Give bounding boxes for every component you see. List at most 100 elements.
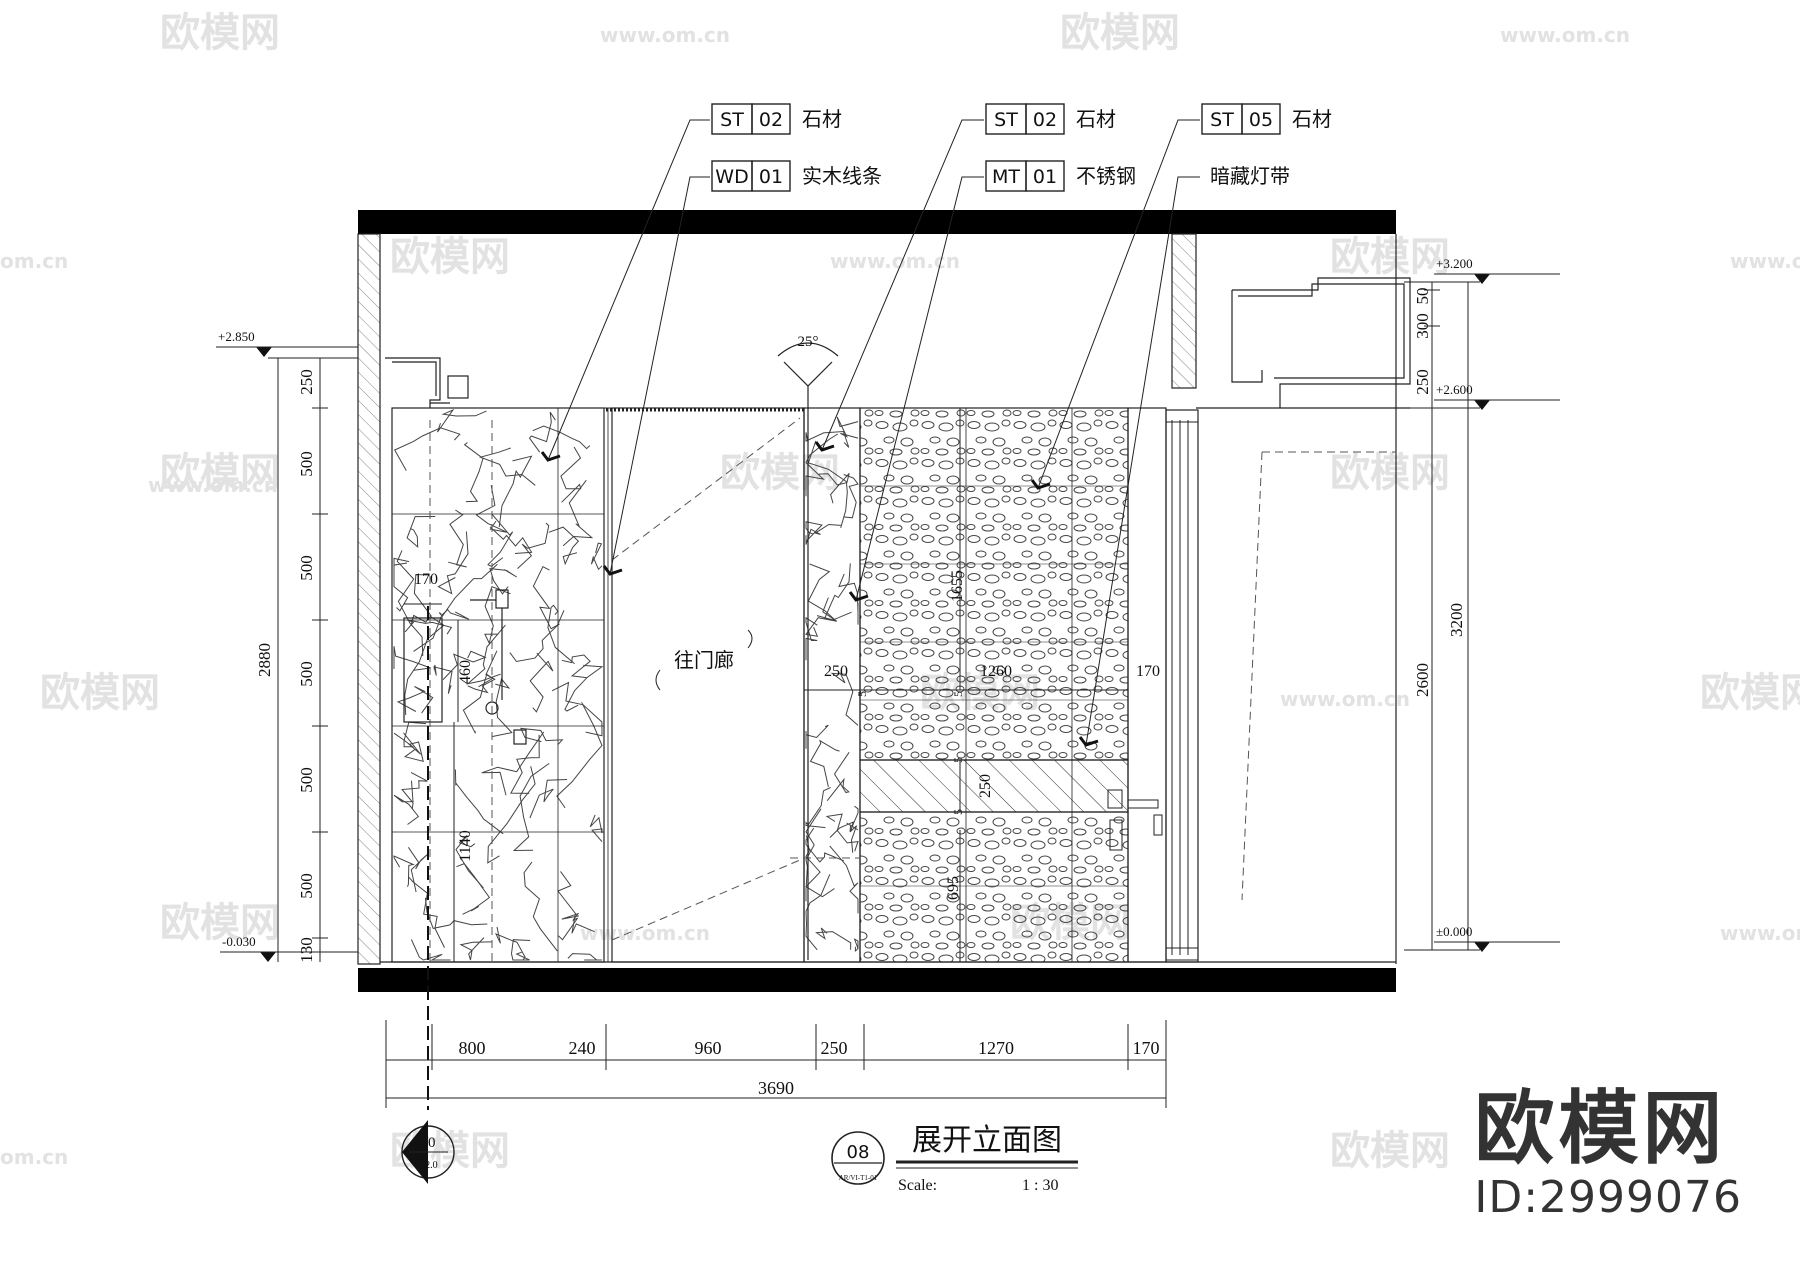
- callout-material: 实木线条: [802, 164, 882, 188]
- drawing-sheet-ref: AR/VI-T1-01: [839, 1174, 878, 1182]
- drawing-number: 08: [847, 1142, 870, 1163]
- watermark-id: ID:2999076: [1474, 1172, 1742, 1223]
- level-value: -0.030: [222, 934, 256, 949]
- watermark-site: www.om.cn: [148, 473, 278, 497]
- bottom-dim-value: 240: [569, 1038, 596, 1058]
- ceiling-profile-right: [1196, 277, 1411, 409]
- callout-code: MT: [992, 166, 1020, 188]
- section-mark-number: 10: [421, 1135, 436, 1151]
- watermark-brand: 欧模网: [160, 450, 280, 496]
- inner-dim-value: 250: [824, 663, 848, 680]
- inner-dim-value: 1260: [980, 663, 1012, 680]
- level-marks: +2.850 -0.030 +3.200 +2.600 ±0.000: [216, 256, 1560, 962]
- shower-fixture: [403, 589, 527, 745]
- marble-veins-mid: [805, 416, 859, 953]
- level-value: +2.600: [1436, 382, 1473, 397]
- watermark-brand: 欧模网: [720, 450, 840, 496]
- watermark-brand: 欧模网: [40, 670, 160, 716]
- watermark-brand: 欧模网: [1330, 1128, 1450, 1174]
- callout-number: 02: [759, 109, 783, 131]
- left-dim-value: 500: [297, 767, 316, 793]
- left-dim-total: 2880: [255, 643, 274, 677]
- scale-value: 1 : 30: [1022, 1177, 1058, 1194]
- angle-label: 25°: [798, 334, 819, 350]
- watermark-site: www.om.cn: [1720, 921, 1800, 945]
- left-dim-value: 500: [297, 873, 316, 899]
- level-value: +3.200: [1436, 256, 1473, 271]
- callout-material: 石材: [802, 107, 842, 131]
- watermark-site: www.om.cn: [830, 249, 960, 273]
- callout-material: 石材: [1076, 107, 1116, 131]
- floor-slab: [358, 968, 1396, 992]
- drawing-number-circle: [831, 1131, 885, 1185]
- inner-dim-small: 5: [951, 757, 965, 763]
- bottom-dim-value: 250: [821, 1038, 848, 1058]
- right-dim-total: 3200: [1447, 603, 1466, 637]
- callout-code: ST: [1210, 109, 1234, 131]
- inner-dim-small: 5: [951, 809, 965, 815]
- callout-material: 不锈钢: [1076, 164, 1136, 188]
- bottom-dim-total: 3690: [758, 1078, 794, 1098]
- callout-number: 02: [1033, 109, 1057, 131]
- left-dimension-chain: [268, 357, 358, 962]
- watermark-site: www.om.cn: [600, 23, 730, 47]
- left-dim-value: 250: [297, 369, 316, 395]
- dashed-guides: [429, 417, 1396, 962]
- watermark-brand: 欧模网: [160, 10, 280, 56]
- bottom-dim-value: 960: [695, 1038, 722, 1058]
- ceiling-profile-left: [385, 357, 469, 408]
- callout-code: ST: [720, 109, 744, 131]
- watermark-site-short: om.cn: [0, 249, 68, 273]
- level-value: +2.850: [218, 329, 255, 344]
- wood-strip: [603, 407, 613, 963]
- leader-lines: [547, 119, 1200, 746]
- right-dim-value: 50: [1413, 288, 1432, 305]
- callout-number: 05: [1249, 109, 1273, 131]
- watermark-site: www.om.cn: [1500, 23, 1630, 47]
- inner-dim-value: 170: [414, 571, 438, 588]
- watermark-brand: 欧模网: [390, 234, 510, 280]
- title-block: 08 AR/VI-T1-01 展开立面图 Scale: 1 : 30: [831, 1124, 1078, 1194]
- section-mark-ref: I-2.0: [418, 1160, 437, 1171]
- inner-dim-small: 5: [951, 691, 965, 697]
- right-dim-value: 250: [1413, 369, 1432, 395]
- bottom-dim-value: 1270: [978, 1038, 1014, 1058]
- glass-slider: [1107, 407, 1199, 963]
- left-wall: [357, 233, 381, 965]
- watermark-site: www.om.cn: [1280, 687, 1410, 711]
- inner-dim-value: 1140: [457, 830, 474, 861]
- watermark-brand: 欧模网: [1330, 450, 1450, 496]
- right-dim-value: 2600: [1413, 663, 1432, 697]
- section-mark: 10 I-2.0: [401, 1120, 455, 1184]
- drawing-title: 展开立面图: [912, 1124, 1062, 1157]
- right-dimension-chain: [1404, 281, 1480, 951]
- inner-dim-value: 250: [977, 774, 994, 798]
- watermark-site: www.om.cn: [580, 921, 710, 945]
- level-value: ±0.000: [1436, 924, 1472, 939]
- watermark-brand: 欧模网: [160, 900, 280, 946]
- marble-panel-left: [391, 407, 605, 963]
- callout-material: 石材: [1292, 107, 1332, 131]
- left-dim-value: 130: [297, 937, 316, 963]
- callout-number: 01: [759, 166, 783, 188]
- bottom-dim-value: 800: [459, 1038, 486, 1058]
- inner-dim-value: 695: [945, 876, 962, 900]
- left-dim-value: 500: [297, 451, 316, 477]
- watermark-brand: 欧模网: [1060, 10, 1180, 56]
- left-dim-value: 500: [297, 555, 316, 581]
- right-dim-value: 300: [1413, 313, 1432, 339]
- inner-dim-small: 5: [855, 691, 869, 697]
- inner-dim-value: 1655: [949, 570, 966, 602]
- right-wall-stub: [1171, 233, 1197, 389]
- inner-dimensions: [404, 408, 1128, 962]
- scale-label: Scale:: [898, 1177, 937, 1194]
- left-dim-value: 500: [297, 661, 316, 687]
- watermark-id-block: 欧模网 ID:2999076: [1474, 1085, 1742, 1223]
- watermark-brand: 欧模网: [1330, 234, 1450, 280]
- watermark-brand: 欧模网: [1700, 670, 1800, 716]
- bottom-dim-value: 170: [1133, 1038, 1160, 1058]
- watermark-site-short: om.cn: [0, 1145, 68, 1169]
- inner-dim-value: 170: [1136, 663, 1160, 680]
